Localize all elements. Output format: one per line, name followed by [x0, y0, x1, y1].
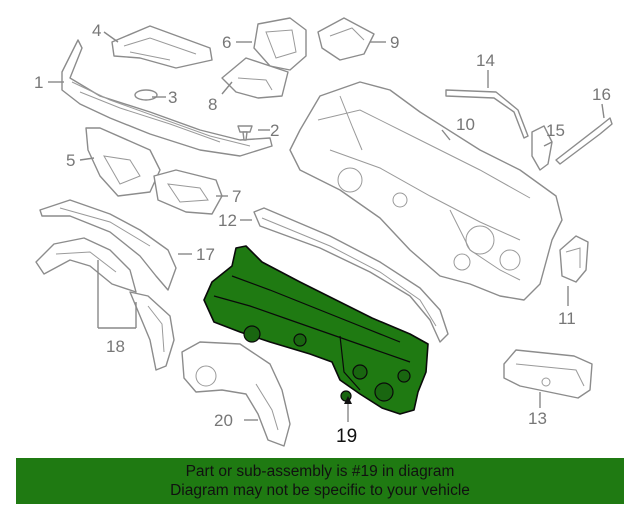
part-17-reinforcement[interactable] — [39, 199, 177, 291]
part-2-clip[interactable] — [237, 125, 253, 141]
leader-lines — [48, 31, 605, 422]
arrow-icon — [344, 396, 352, 404]
part-12-crossmember[interactable] — [253, 207, 449, 343]
callout-10: 10 — [456, 115, 475, 134]
callout-2: 2 — [270, 121, 279, 140]
part-3-grommet[interactable] — [134, 89, 158, 101]
callout-15: 15 — [546, 121, 565, 140]
callout-8: 8 — [208, 95, 217, 114]
part-13-bracket[interactable] — [503, 349, 593, 399]
part-11-bracket[interactable] — [559, 235, 589, 283]
callout-labels: 1 2 3 4 5 6 7 8 9 10 11 12 13 14 15 16 1… — [34, 21, 611, 447]
part-9-cover[interactable] — [317, 17, 375, 61]
callout-13: 13 — [528, 409, 547, 428]
callout-19: 19 — [336, 426, 357, 447]
part-10-dash-panel[interactable] — [289, 81, 563, 301]
callout-17: 17 — [196, 245, 215, 264]
callout-6: 6 — [222, 33, 231, 52]
part-5-side-trim[interactable] — [85, 127, 161, 197]
callout-5: 5 — [66, 151, 75, 170]
callout-14: 14 — [476, 51, 495, 70]
part-15-bracket[interactable] — [531, 125, 553, 171]
part-1-cowl-panel[interactable] — [61, 39, 273, 157]
callout-11: 11 — [558, 309, 576, 328]
part-14-rod[interactable] — [445, 89, 529, 139]
banner-line-2: Diagram may not be specific to your vehi… — [170, 482, 470, 499]
part-4-bracket[interactable] — [111, 25, 213, 69]
part-20-panel[interactable] — [181, 341, 291, 447]
callout-12: 12 — [218, 211, 237, 230]
part-18-bracket[interactable] — [129, 291, 175, 371]
callout-7: 7 — [232, 187, 241, 206]
callout-4: 4 — [92, 21, 101, 40]
part-7-panel[interactable] — [153, 169, 223, 215]
callout-9: 9 — [390, 33, 399, 52]
callout-20: 20 — [214, 411, 233, 430]
part-19-insulator-highlighted[interactable] — [203, 245, 429, 415]
callout-18: 18 — [106, 337, 125, 356]
part-16-rod[interactable] — [555, 117, 613, 165]
part-18-wheelhouse[interactable] — [35, 237, 137, 293]
banner-line-1: Part or sub-assembly is #19 in diagram — [185, 463, 455, 480]
info-banner: Part or sub-assembly is #19 in diagram D… — [16, 458, 624, 504]
part-6-cover[interactable] — [253, 17, 307, 71]
callout-3: 3 — [168, 88, 177, 107]
parts-diagram: 1 2 3 4 5 6 7 8 9 10 11 12 13 14 15 16 1… — [34, 17, 613, 447]
part-8-bracket[interactable] — [221, 57, 289, 99]
callout-16: 16 — [592, 85, 611, 104]
callout-1: 1 — [34, 73, 43, 92]
